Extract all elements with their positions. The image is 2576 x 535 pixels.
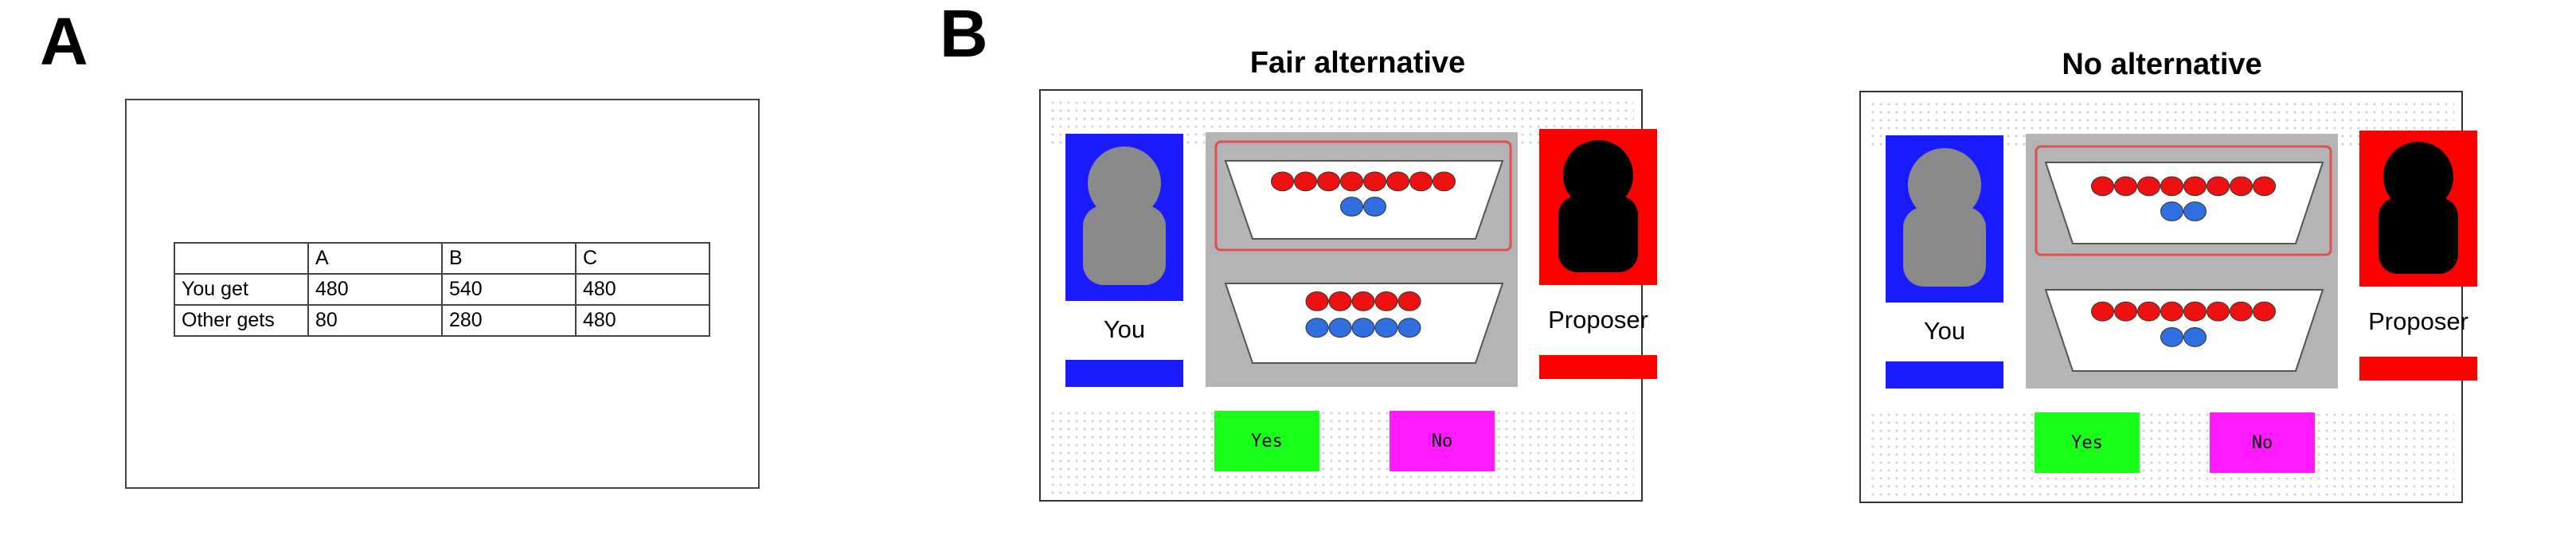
person-icon (1083, 146, 1166, 285)
person-icon (2379, 142, 2458, 274)
table-cell: 80 (307, 304, 443, 337)
screen-title-fair: Fair alternative (1249, 46, 1466, 80)
red-token (1363, 171, 1386, 192)
panel-label-a: A (40, 4, 88, 79)
blue-token (1351, 318, 1375, 338)
red-token (1351, 291, 1375, 311)
red-token (2183, 176, 2207, 197)
table-cell: Other gets (174, 304, 309, 337)
blue-token (2160, 201, 2183, 221)
bowl-icon (2044, 289, 2324, 372)
offer-option-1[interactable] (1214, 140, 1512, 255)
offer-option-1[interactable] (2035, 145, 2332, 260)
table-cell: 480 (307, 273, 443, 306)
proposer-label: Proposer (1548, 306, 1648, 334)
blue-token (2160, 327, 2183, 347)
no-button[interactable]: No (2210, 412, 2315, 473)
selection-outline (1214, 140, 1512, 252)
screen-no-alternative: You Proposer Yes No (1859, 91, 2477, 503)
table-cell: 480 (575, 273, 710, 306)
red-token (2183, 301, 2207, 322)
dot-background (1049, 409, 1634, 497)
red-token (1305, 291, 1329, 311)
panel-label-b: B (940, 0, 988, 71)
proposer-bar (2359, 357, 2477, 381)
red-token (2137, 301, 2160, 322)
red-token (2207, 176, 2230, 197)
proposer-bar (1539, 355, 1657, 379)
blue-token (2183, 201, 2207, 221)
no-button[interactable]: No (1390, 411, 1495, 471)
red-token (1397, 291, 1421, 311)
bowl-icon (2044, 162, 2324, 244)
bowl-icon (1224, 160, 1504, 240)
yes-button[interactable]: Yes (1214, 411, 1319, 471)
proposer-label: Proposer (2368, 307, 2469, 335)
red-token (2230, 176, 2253, 197)
table-row: You get 480 540 480 (174, 273, 710, 306)
red-token (2253, 301, 2276, 322)
table-header-cell: B (441, 242, 577, 275)
payoff-table: A B C You get 480 540 480 Other gets 80 … (174, 242, 710, 337)
blue-token (1328, 318, 1352, 338)
red-token (2230, 301, 2253, 322)
table-header-cell: A (307, 242, 443, 275)
screen-title-no-alternative: No alternative (2062, 48, 2262, 81)
table-cell: 540 (441, 273, 577, 306)
red-token (1317, 171, 1340, 192)
red-token (1386, 171, 1409, 192)
person-icon (1903, 148, 1986, 287)
table-cell: 480 (575, 304, 710, 337)
red-token (1328, 291, 1352, 311)
red-token (2091, 301, 2114, 322)
red-token (2160, 301, 2183, 322)
red-token (2253, 176, 2276, 197)
offer-option-2[interactable] (2035, 282, 2332, 381)
red-token (2160, 176, 2183, 197)
red-token (2091, 176, 2114, 197)
blue-token (1305, 318, 1329, 338)
token-group (2091, 301, 2276, 347)
you-bar (1886, 361, 2003, 389)
table-cell: You get (174, 273, 309, 306)
blue-token (1397, 318, 1421, 338)
red-token (2114, 176, 2137, 197)
table-header-cell (174, 242, 309, 275)
red-token (1271, 171, 1294, 192)
table-header-row: A B C (174, 242, 710, 275)
table-row: Other gets 80 280 480 (174, 304, 710, 337)
token-group (1271, 171, 1456, 217)
you-avatar (1065, 134, 1183, 301)
selection-outline (2035, 145, 2332, 256)
proposer-avatar (2359, 131, 2477, 287)
red-token (1433, 171, 1456, 192)
you-label: You (1923, 317, 1966, 345)
screen-fair-alternative: You Proposer Yes No (1039, 89, 1657, 502)
proposer-avatar (1539, 129, 1657, 285)
red-token (2114, 301, 2137, 322)
yes-button[interactable]: Yes (2035, 412, 2140, 473)
table-cell: 280 (441, 304, 577, 337)
you-bar (1065, 360, 1183, 387)
red-token (1294, 171, 1317, 192)
dot-background (1869, 411, 2454, 498)
you-avatar (1886, 135, 2003, 303)
you-label: You (1103, 315, 1146, 343)
red-token (2137, 176, 2160, 197)
red-token (1374, 291, 1398, 311)
person-icon (1558, 140, 1638, 272)
offer-option-2[interactable] (1214, 271, 1512, 373)
token-group (1305, 291, 1421, 338)
token-group (2091, 176, 2276, 221)
red-token (2207, 301, 2230, 322)
blue-token (2183, 327, 2207, 347)
blue-token (1340, 197, 1363, 217)
blue-token (1374, 318, 1398, 338)
red-token (1409, 171, 1433, 192)
red-token (1340, 171, 1363, 192)
blue-token (1363, 197, 1386, 217)
table-header-cell: C (575, 242, 710, 275)
